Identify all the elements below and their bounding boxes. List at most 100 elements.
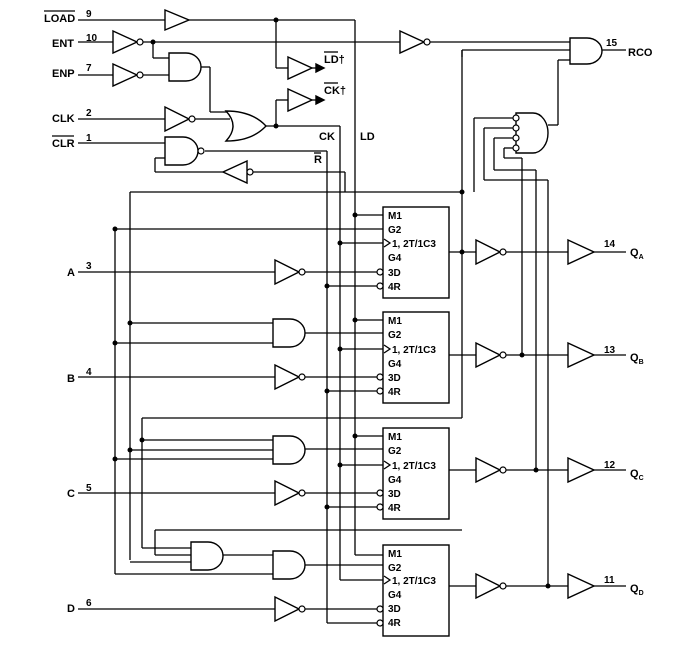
qc-pin-number: 12 [604,460,616,471]
clk-inverter-bubble [188,115,196,123]
ent-inverter-gate [112,29,139,55]
output-labels: 15 RCO 14 QA 13 QB 12 QC 11 QD [604,38,653,597]
qd-inverter-gate [475,572,502,600]
carry-and-bubble-3 [512,134,520,142]
load-input-label: LOAD [44,13,75,25]
ff-c-g2: G2 [388,446,402,457]
qc-sub: C [639,475,644,482]
ff-c-3d-bubble [376,489,384,497]
qa-output-label: QA [630,247,644,261]
ff-a-m1: M1 [388,211,402,222]
qb-output-label: QB [630,352,644,366]
carry-and-bubble-2 [512,124,520,132]
junction-dots [112,17,551,589]
clock-or-gate [224,110,267,142]
ff-c-clock: 1, 2T/1C3 [392,461,436,472]
c-and-gate [272,435,306,465]
ff-d-3d: 3D [388,604,401,615]
d-and-gate-1 [190,541,224,571]
a-input-inverter [274,258,301,286]
qd-sub: D [639,590,644,597]
ent-inverter-bubble [136,38,144,46]
qd-q: Q [630,583,639,595]
ff-a-g2: G2 [388,225,402,236]
clk-pin-number: 2 [86,108,92,119]
ff-d-m1: M1 [388,549,402,560]
qc-inverter-gate [475,456,502,484]
qc-buffer-gate [567,456,596,484]
feedback-inverter-bubble [246,168,254,176]
stage-d [78,529,626,637]
flipflop-d-box [382,544,450,637]
qb-q: Q [630,352,639,364]
internal-buses [114,192,156,574]
ff-a-clock: 1, 2T/1C3 [392,239,436,250]
ff-c-4r: 4R [388,503,402,514]
stage-a [78,206,626,299]
ent-pin-number: 10 [86,33,98,44]
qa-pin-number: 14 [604,239,616,250]
flipflop-b-box [382,311,450,404]
clk-input-label: CLK [52,113,75,125]
ff-b-clock: 1, 2T/1C3 [392,345,436,356]
gates [112,8,603,627]
ck-dagger-label: CK† [324,85,346,97]
ff-c-g4: G4 [388,475,402,486]
carry-and-bubble-4 [512,144,520,152]
c-input-inverter [274,479,301,507]
ld-buffer-gate [287,55,314,81]
d-input-inverter [274,595,301,623]
carry-and-bubble-1 [512,114,520,122]
ff-b-3d-bubble [376,373,384,381]
ff-a-3d: 3D [388,268,401,279]
c-pin-number: 5 [86,483,92,494]
internal-labels: LD† CK† CK LD R [314,51,375,166]
ff-b-4r: 4R [388,387,402,398]
qa-inverter-gate [475,238,502,266]
d-input-label: D [67,603,75,615]
b-and-gate [272,318,306,348]
ff-a-4r-bubble [376,282,384,290]
r-bar-label: R [314,154,322,166]
ff-d-g2: G2 [388,563,402,574]
qa-buffer-gate [567,238,596,266]
enp-pin-number: 7 [86,63,92,74]
flipflop-c-box [382,427,450,520]
enp-inverter-gate [112,62,139,88]
flipflop-labels: M1 G2 1, 2T/1C3 G4 3D 4R M1 G2 1, 2T/1C3… [383,211,436,629]
stage-c [78,417,626,520]
qb-buffer-gate [567,341,596,369]
a-pin-number: 3 [86,261,92,272]
qc-inverter-bubble [499,466,507,474]
qa-inverter-bubble [499,248,507,256]
qb-inverter-bubble [499,351,507,359]
feedback-inverter-gate [221,159,248,185]
b-input-label: B [67,373,75,385]
qd-inverter-bubble [499,582,507,590]
stage-b [78,311,626,404]
ff-d-3d-bubble [376,605,384,613]
ck-buffer-gate [287,87,314,113]
d-pin-number: 6 [86,598,92,609]
clr-input-label: CLR [52,138,75,150]
ld-arrow-icon [315,62,326,74]
ck-arrow-icon [315,94,326,106]
qb-pin-number: 13 [604,345,616,356]
ff-a-clock-triangle-icon [383,238,392,248]
qb-sub: B [639,359,644,366]
d-and-gate-2 [272,550,306,580]
ff-c-4r-bubble [376,503,384,511]
qb-inverter-gate [475,341,502,369]
b-input-bubble [298,373,306,381]
enp-inverter-bubble [136,71,144,79]
qd-pin-number: 11 [604,575,615,586]
input-labels: LOAD 9 ENT 10 ENP 7 CLK 2 CLR 1 A 3 B 4 … [44,9,98,615]
ff-b-clock-triangle-icon [383,344,392,354]
enable-and-gate [168,52,202,82]
qd-buffer-gate [567,572,596,600]
control-wiring [78,19,626,623]
b-pin-number: 4 [86,367,92,378]
qc-q: Q [630,468,639,480]
qa-q: Q [630,247,639,259]
